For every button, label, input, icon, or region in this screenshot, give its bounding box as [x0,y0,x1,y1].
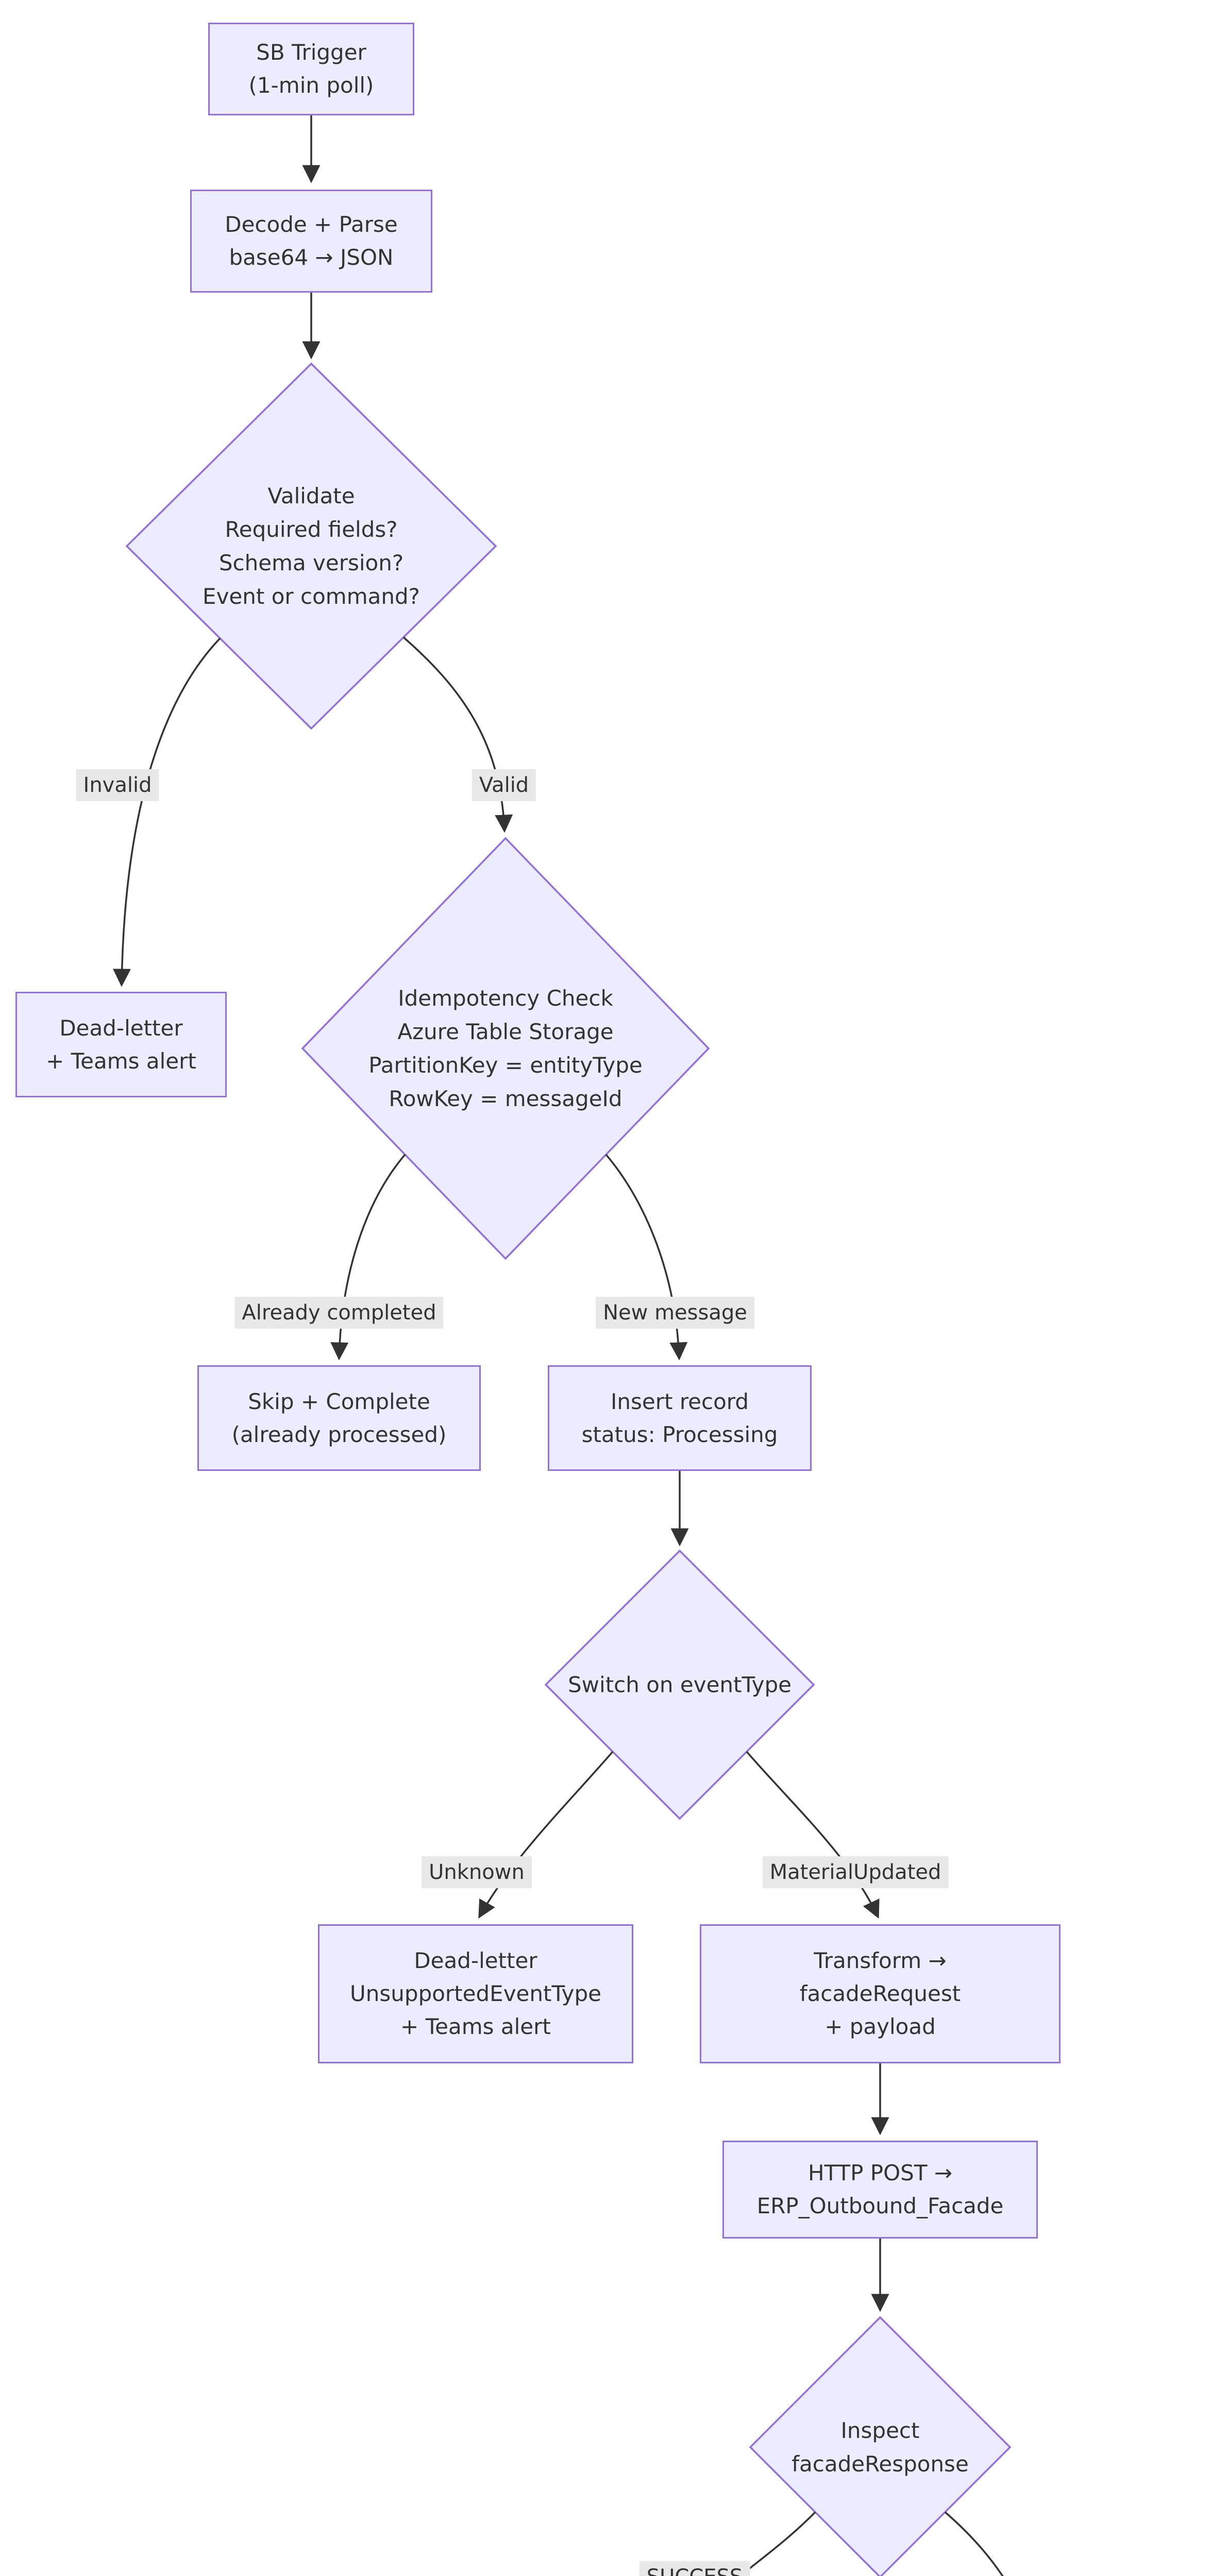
edge-validate-valid [402,636,513,833]
edge-label-invalid: Invalid [76,769,159,801]
node-skip-complete: Skip + Complete (already processed) [197,1365,481,1471]
node-dead-letter-unsupported: Dead-letter UnsupportedEventType + Teams… [318,1924,633,2063]
inspect-diamond [749,2316,1012,2576]
edge-label-material-updated: MaterialUpdated [762,1856,949,1888]
edge-validate-invalid [113,637,221,987]
edge-switch-unknown [478,1751,614,1919]
inspect-diamond-label: Inspect facadeResponse [792,2417,969,2477]
node-decode-parse: Decode + Parse base64 → JSON [190,190,432,293]
idempotency-diamond [301,837,710,1260]
node-insert-record: Insert record status: Processing [548,1365,812,1471]
node-transform-facaderequest: Transform → facadeRequest + payload [700,1924,1060,2063]
validate-diamond-label: Validate Required fields? Schema version… [203,483,420,609]
edge-inspect-failure [944,2511,1004,2576]
node-dead-letter-invalid: Dead-letter + Teams alert [15,992,227,1097]
switch-diamond-label: Switch on eventType [568,1672,792,1698]
edge-label-already-completed: Already completed [234,1297,444,1329]
node-sb-trigger: SB Trigger (1-min poll) [208,23,414,115]
idempotency-diamond-label: Idempotency Check Azure Table Storage Pa… [368,985,643,1112]
edge-label-new-message: New message [596,1297,754,1329]
edge-label-valid: Valid [472,769,536,801]
edge-label-unknown: Unknown [422,1856,532,1888]
node-http-post-facade: HTTP POST → ERP_Outbound_Facade [722,2141,1038,2239]
edge-switch-materialupdated [746,1751,880,1919]
edge-label-success: SUCCESS [639,2561,750,2576]
